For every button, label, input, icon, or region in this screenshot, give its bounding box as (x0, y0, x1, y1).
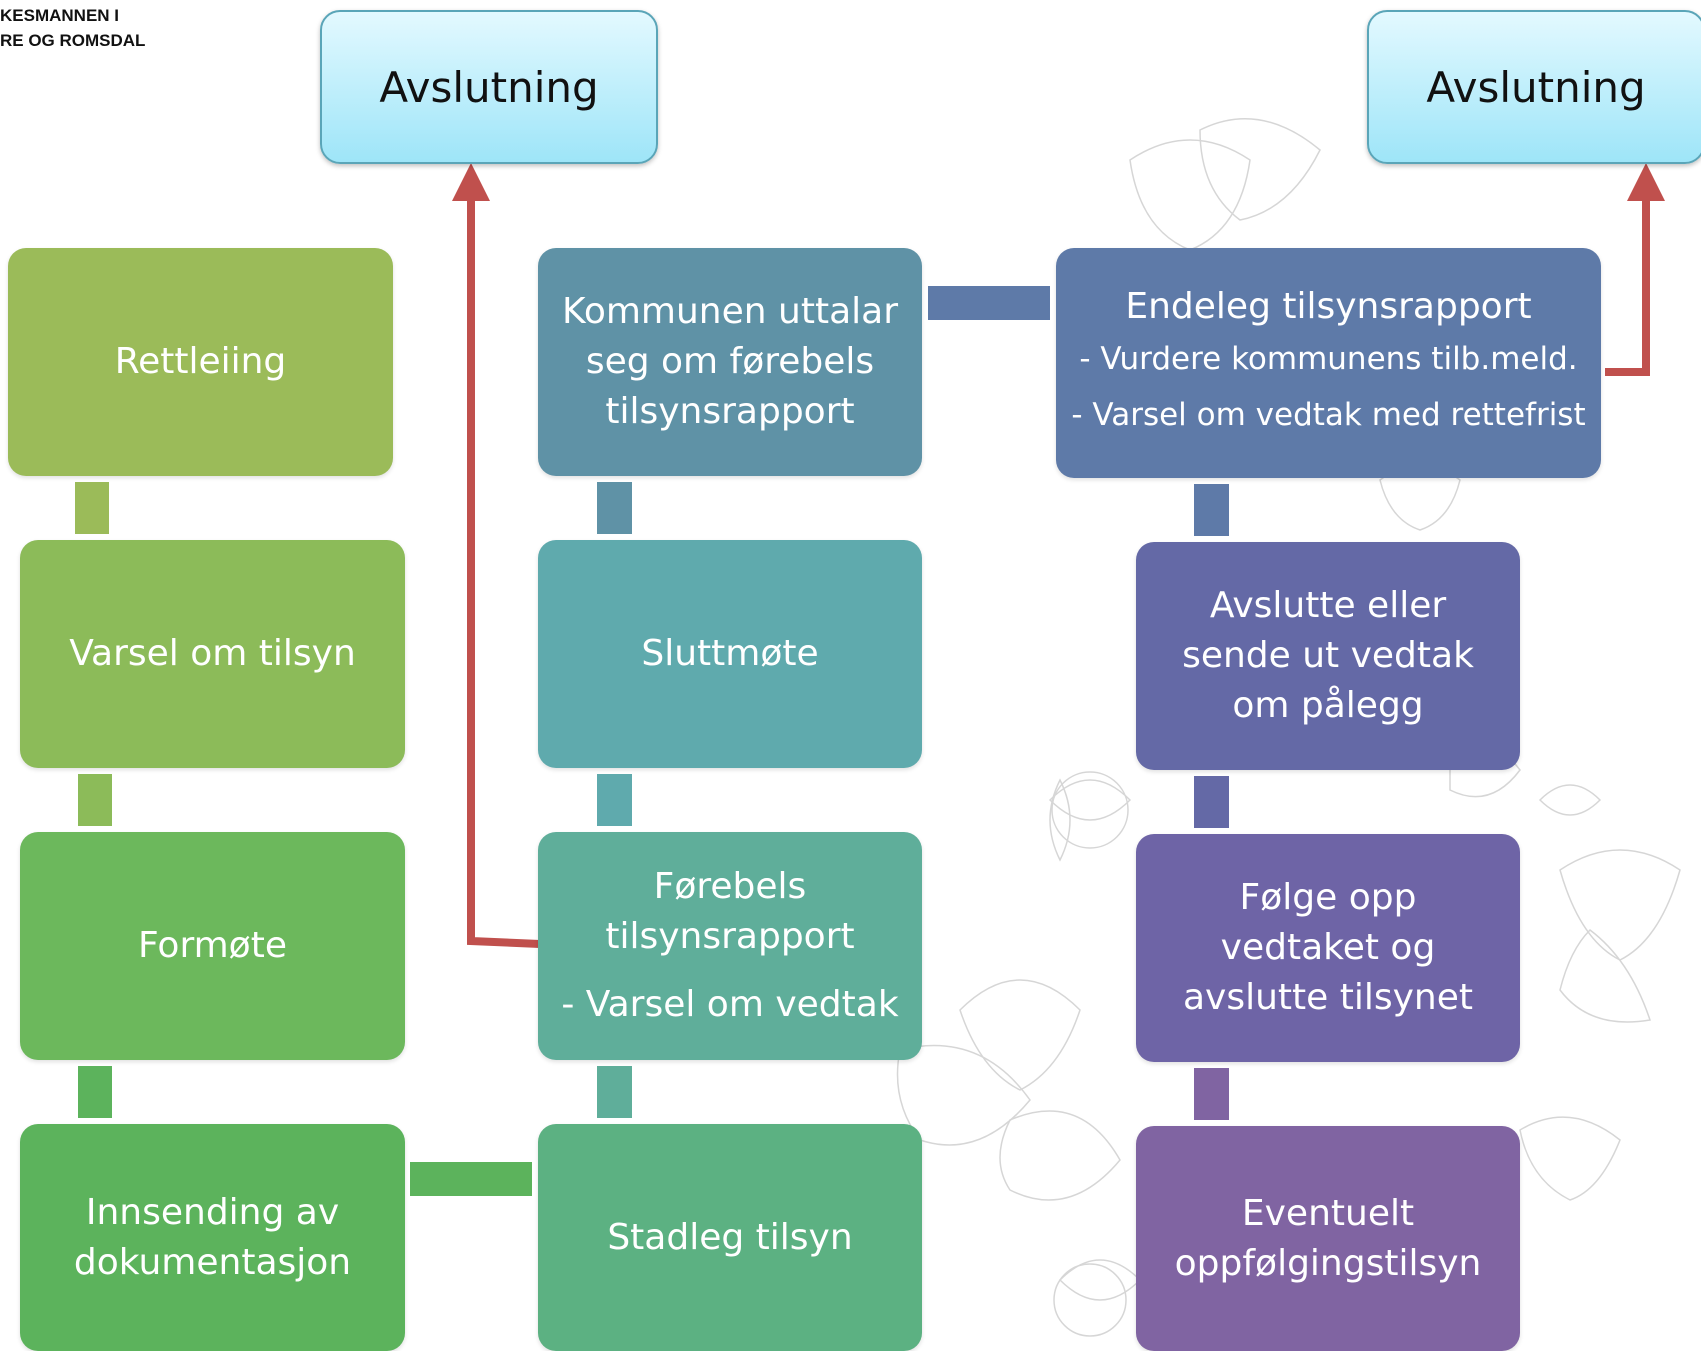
avslutning-box-left: Avslutning (320, 10, 658, 164)
step-kommunen-label: Kommunen uttalar seg om førebels tilsyns… (562, 291, 898, 432)
avslutning-label-left: Avslutning (379, 62, 599, 112)
step-innsending-label: Innsending av dokumentasjon (73, 1191, 352, 1283)
step-avslutte-label: Avslutte eller sende ut vedtak om pålegg (1182, 585, 1474, 726)
connector-kommunen-endeleg (928, 286, 1050, 320)
step-formote: Formøte (20, 832, 405, 1060)
step-eventuelt-label: Eventuelt oppfølgingstilsyn (1174, 1192, 1482, 1284)
step-forebels-title: Førebels tilsynsrapport (605, 866, 855, 957)
step-endeleg-sub1: - Vurdere kommunens tilb.meld. (1079, 341, 1578, 377)
arrow-forebels-to-avslutning (467, 196, 541, 948)
step-innsending: Innsending av dokumentasjon (20, 1124, 405, 1351)
org-name-line1: KESMANNEN I (0, 6, 120, 25)
connector-innsending-stadleg (410, 1162, 532, 1196)
step-forebels-sub: - Varsel om vedtak (561, 984, 899, 1025)
step-eventuelt-oppfolgingstilsyn: Eventuelt oppfølgingstilsyn (1136, 1126, 1520, 1351)
step-kommunen-uttalar: Kommunen uttalar seg om førebels tilsyns… (538, 248, 922, 476)
connector-c1-1 (75, 482, 109, 534)
step-endeleg-title: Endeleg tilsynsrapport (1125, 286, 1532, 327)
connector-c2-1 (597, 482, 632, 534)
arrowhead-left (452, 163, 490, 201)
step-varsel-om-tilsyn: Varsel om tilsyn (20, 540, 405, 768)
step-rettleiing-label: Rettleiing (114, 341, 287, 382)
step-formote-label: Formøte (138, 925, 287, 966)
step-avslutte-eller-vedtak: Avslutte eller sende ut vedtak om pålegg (1136, 542, 1520, 770)
connector-c2-3 (597, 1066, 632, 1118)
step-sluttmote: Sluttmøte (538, 540, 922, 768)
avslutning-label-right: Avslutning (1426, 62, 1646, 112)
step-stadleg-tilsyn: Stadleg tilsyn (538, 1124, 922, 1351)
arrowhead-right (1627, 163, 1665, 201)
avslutning-box-right: Avslutning (1367, 10, 1701, 164)
step-rettleiing: Rettleiing (8, 248, 393, 476)
org-name-line2: RE OG ROMSDAL (0, 31, 146, 50)
connector-c3-1 (1194, 484, 1229, 536)
step-forebels-tilsynsrapport: Førebels tilsynsrapport - Varsel om vedt… (538, 832, 922, 1060)
step-folge-label: Følge opp vedtaket og avslutte tilsynet (1182, 877, 1474, 1018)
connector-c1-2 (78, 774, 112, 826)
step-sluttmote-label: Sluttmøte (641, 633, 819, 674)
step-stadleg-label: Stadleg tilsyn (607, 1216, 853, 1258)
connector-c3-2 (1194, 776, 1229, 828)
step-folge-opp: Følge opp vedtaket og avslutte tilsynet (1136, 834, 1520, 1062)
connector-c1-3 (78, 1066, 112, 1118)
arrow-endeleg-to-avslutning (1605, 196, 1650, 376)
connector-c2-2 (597, 774, 632, 826)
step-varsel-label: Varsel om tilsyn (69, 633, 356, 674)
step-endeleg-tilsynsrapport: Endeleg tilsynsrapport - Vurdere kommune… (1056, 248, 1601, 478)
step-endeleg-sub2: - Varsel om vedtak med rettefrist (1071, 397, 1586, 433)
connector-c3-3 (1194, 1068, 1229, 1120)
